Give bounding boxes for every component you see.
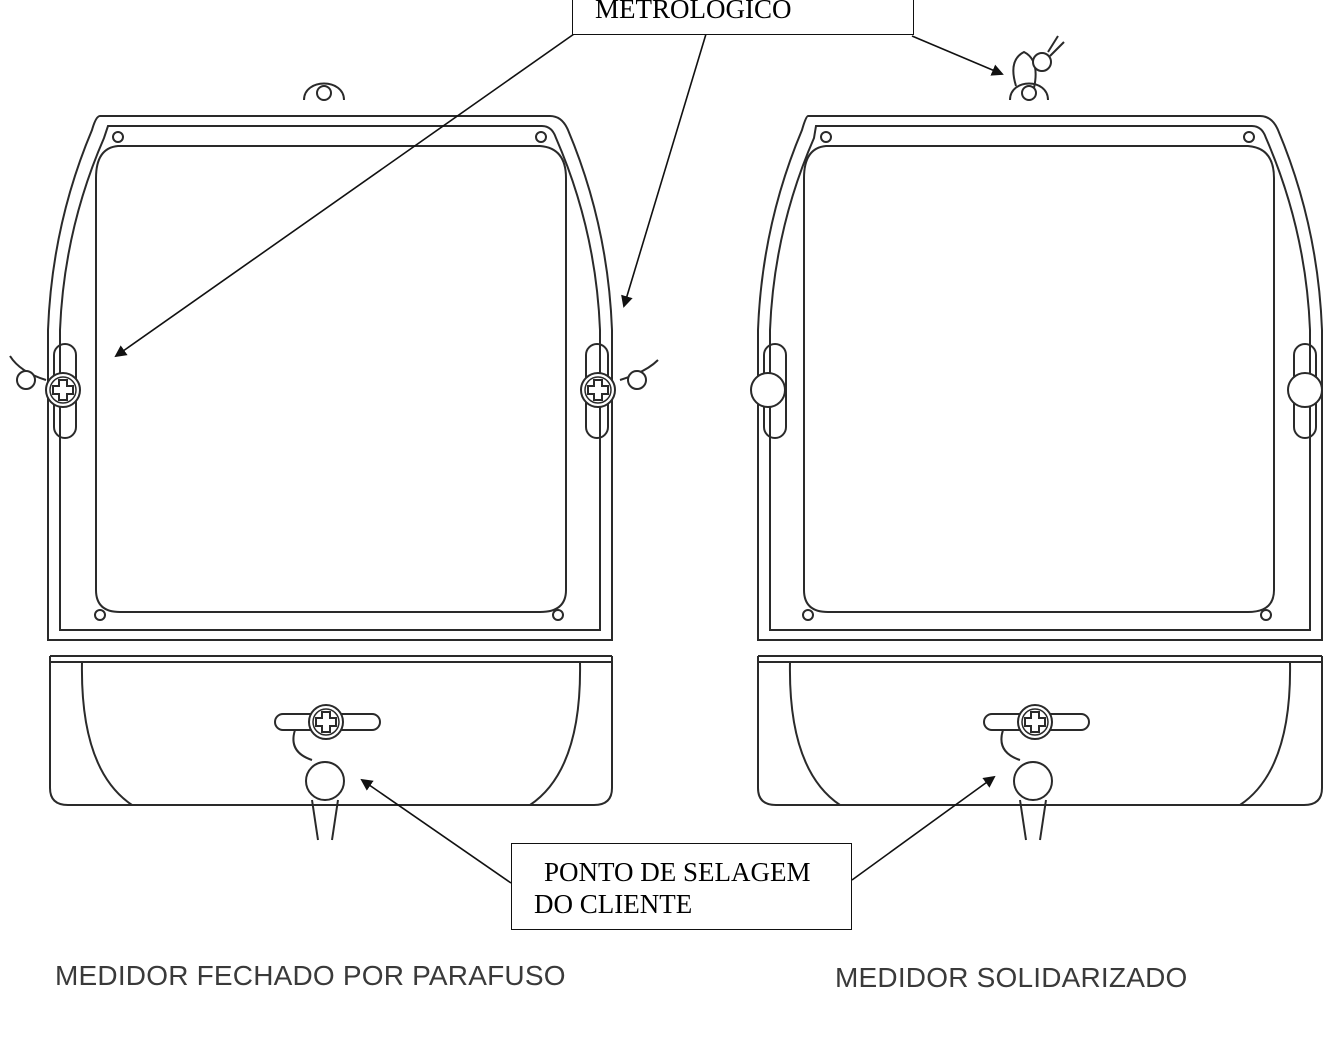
right-bottom-screw-icon: [1017, 704, 1053, 740]
left-side-screw-icon: [45, 372, 81, 408]
customer-seal-callout: PONTO DE SELAGEM DO CLIENTE: [511, 843, 852, 930]
callout-arrows: [114, 33, 1004, 884]
metrological-label: METROLÓGICO: [595, 0, 792, 24]
left-meter-caption: MEDIDOR FECHADO POR PARAFUSO: [55, 960, 566, 991]
arrow-to-top-seal: [911, 35, 1004, 76]
customer-seal-label-line2: DO CLIENTE: [534, 889, 693, 919]
customer-seal-label-line1: PONTO DE SELAGEM: [544, 857, 811, 887]
arrow-to-left-customer-seal: [360, 778, 512, 884]
right-meter-caption: MEDIDOR SOLIDARIZADO: [835, 962, 1188, 993]
arrow-to-right-side-seal: [621, 33, 707, 308]
arrow-to-left-side-seal: [114, 33, 575, 358]
bottom-screw-icon: [308, 704, 344, 740]
metrological-seal-callout: METROLÓGICO: [572, 0, 914, 35]
right-side-screw-icon: [580, 372, 616, 408]
right-meter: [750, 35, 1323, 841]
arrow-to-right-customer-seal: [851, 775, 996, 881]
